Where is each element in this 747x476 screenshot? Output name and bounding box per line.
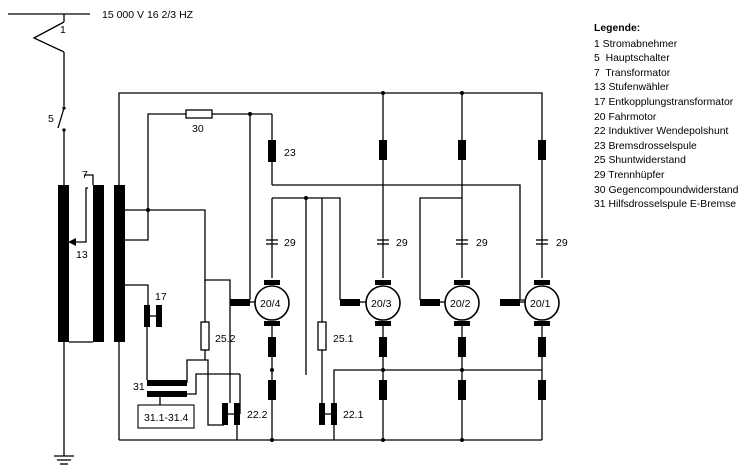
compound-resistor-label: 30 xyxy=(192,123,204,135)
legend-item: 29 Trennhüpfer xyxy=(594,169,665,181)
tap-changer-label: 13 xyxy=(76,249,88,261)
legend-item: 1 Stromabnehmer xyxy=(594,38,678,50)
interpole-shunt-2-label: 22.2 xyxy=(247,409,268,421)
transformer xyxy=(58,174,125,343)
legend-item: 31 Hilfsdrosselspule E-Bremse xyxy=(594,199,737,211)
interpole-shunt-2 xyxy=(222,300,241,440)
brake-choke xyxy=(268,140,526,301)
shunt-resistor-1-label: 25.1 xyxy=(333,333,354,345)
field-bus xyxy=(271,160,543,300)
motor-20-4: 20/4 xyxy=(230,280,290,326)
shunt-resistor-1 xyxy=(305,198,327,403)
motor-20-1-label: 20/1 xyxy=(530,298,551,310)
legend-item: 5 Hauptschalter xyxy=(594,53,670,65)
legend-list: 1 Stromabnehmer 5 Hauptschalter 7 Transf… xyxy=(594,38,744,213)
legend-item: 25 Shuntwiderstand xyxy=(594,155,686,167)
shunt-resistor-2-label: 25.2 xyxy=(215,333,236,345)
ground-symbol xyxy=(54,342,74,465)
legend-item: 22 Induktiver Wendepolshunt xyxy=(594,126,729,138)
lower-branches xyxy=(268,326,546,440)
contactor-2 xyxy=(456,239,468,245)
supply-voltage-label: 15 000 V 16 2/3 HZ xyxy=(102,9,194,21)
interpole-shunt-1-label: 22.1 xyxy=(343,409,364,421)
contactor-1 xyxy=(536,239,548,245)
contactor-3 xyxy=(377,239,389,245)
motor-20-3-label: 20/3 xyxy=(371,298,392,310)
legend-item: 17 Entkopplungstransformator xyxy=(594,96,734,108)
contactor-2-label: 29 xyxy=(476,237,488,249)
aux-choke-label: 31 xyxy=(133,381,145,393)
legend-item: 7 Transformator xyxy=(594,67,671,79)
compound-resistor xyxy=(125,109,273,300)
main-switch-label: 5 xyxy=(48,113,54,125)
contactor-4-label: 29 xyxy=(284,237,296,249)
motor-20-2-label: 20/2 xyxy=(450,298,471,310)
motor-20-2: 20/2 xyxy=(420,280,480,326)
tap-changer xyxy=(68,187,88,246)
tap-wiring xyxy=(125,209,231,305)
motor-20-1: 20/1 xyxy=(500,280,560,326)
overhead-line xyxy=(8,13,90,22)
brake-choke-label: 23 xyxy=(284,147,296,159)
contactor-3-label: 29 xyxy=(396,237,408,249)
motor-20-3: 20/3 xyxy=(340,280,401,326)
contactor-1-label: 29 xyxy=(556,237,568,249)
aux-choke-box-label: 31.1-31.4 xyxy=(144,412,189,424)
transformer-label: 7 xyxy=(82,169,88,181)
legend-item: 30 Gegencompoundwiderstand xyxy=(594,184,739,196)
branch-chokes-top xyxy=(379,140,546,160)
decoupling-transformer xyxy=(144,305,162,380)
aux-choke xyxy=(147,359,240,426)
main-switch xyxy=(57,106,66,185)
interpole-shunt-1 xyxy=(319,369,542,440)
legend-title: Legende: xyxy=(594,23,641,34)
legend-item: 13 Stufenwähler xyxy=(594,82,670,94)
legend-item: 20 Fahrmotor xyxy=(594,111,657,123)
aux-choke-box xyxy=(137,404,195,429)
pantograph-label: 1 xyxy=(60,24,66,36)
main-wiring xyxy=(118,92,543,441)
shunt-resistor-2 xyxy=(200,280,210,360)
contactor-4 xyxy=(266,239,278,245)
pantograph xyxy=(32,21,65,106)
legend-item: 23 Bremsdrosselspule xyxy=(594,140,697,152)
motor-20-4-label: 20/4 xyxy=(260,298,281,310)
junctions xyxy=(146,91,464,442)
decoupling-transformer-label: 17 xyxy=(155,291,167,303)
legend: Legende: 1 Stromabnehmer 5 Hauptschalter… xyxy=(594,22,744,213)
